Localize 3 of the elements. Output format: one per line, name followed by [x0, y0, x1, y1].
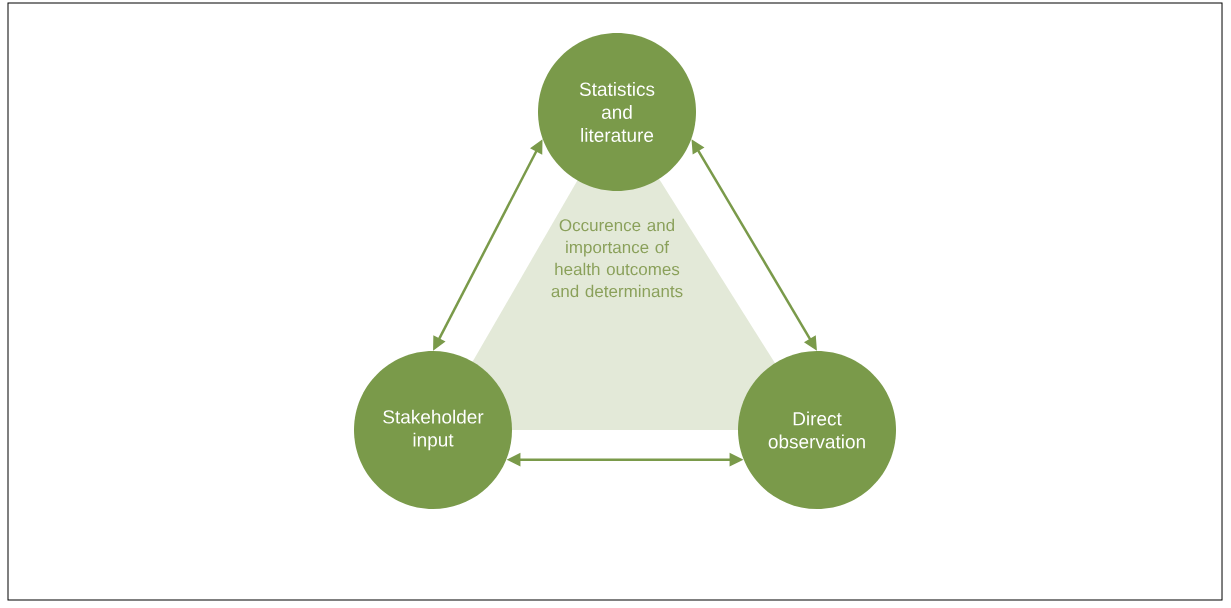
circle-node: Direct observation	[738, 351, 896, 509]
circle-node: Stakeholder input	[354, 351, 512, 509]
circle-node: Statistics and literature	[538, 33, 696, 191]
